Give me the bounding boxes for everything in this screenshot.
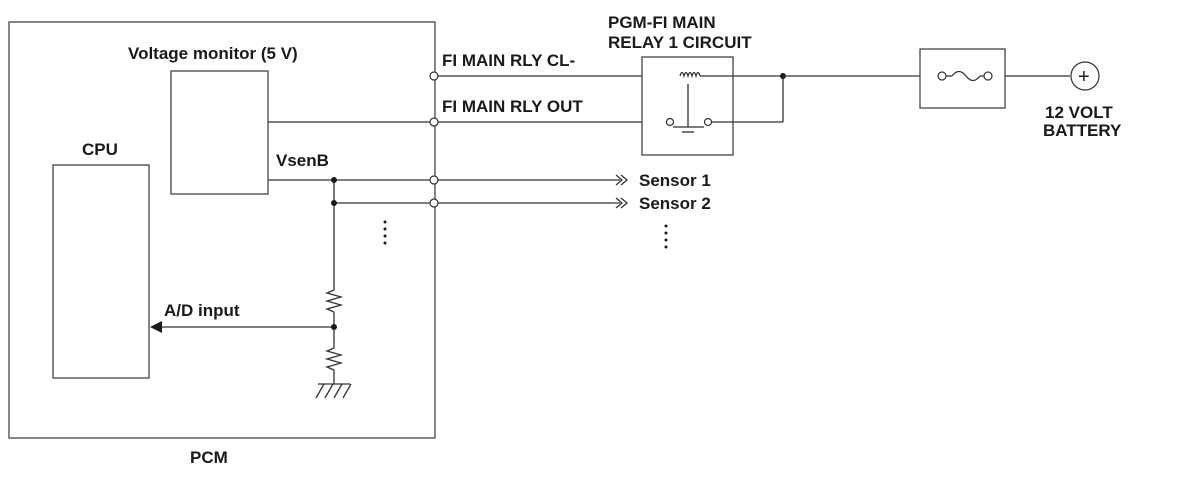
pcm-label: PCM: [190, 448, 228, 467]
terminal-rly-out: [429, 117, 439, 127]
connector-arrow-icon: [615, 174, 629, 186]
battery-label-line1: 12 VOLT: [1045, 103, 1113, 122]
resistor-icon: [324, 289, 344, 313]
vsenb-label: VsenB: [276, 151, 329, 170]
relay-coil-icon: [679, 71, 783, 79]
voltage-monitor-box: [170, 70, 269, 195]
ad-input-arrow-icon: [150, 321, 162, 333]
cpu-label: CPU: [82, 140, 118, 159]
svg-text:+: +: [1078, 66, 1090, 88]
relay-switch-icon: [665, 84, 783, 133]
connector-arrow-icon: [615, 197, 629, 209]
relay-title-line2: RELAY 1 CIRCUIT: [608, 33, 752, 52]
battery-label-line2: BATTERY: [1043, 121, 1122, 140]
sensor1-label: Sensor 1: [639, 171, 711, 190]
junction-vsenb: [331, 177, 337, 183]
terminal-rly-cl: [429, 71, 439, 81]
more-sensors-dots: [664, 224, 668, 249]
junction-sensor2: [331, 200, 337, 206]
terminal-sensor1: [429, 175, 439, 185]
ad-input-label: A/D input: [164, 301, 240, 320]
ground-icon: [315, 383, 352, 399]
fuse-icon: [919, 48, 1006, 109]
resistor-icon: [324, 347, 344, 371]
sensor2-label: Sensor 2: [639, 194, 711, 213]
relay-title-line1: PGM-FI MAIN: [608, 13, 716, 32]
fi-main-rly-cl-label: FI MAIN RLY CL-: [442, 51, 575, 70]
cpu-box: [52, 164, 150, 379]
more-lines-dots: [383, 220, 387, 245]
voltage-monitor-label: Voltage monitor (5 V): [128, 44, 298, 63]
junction-ad-input: [331, 324, 337, 330]
fi-main-rly-out-label: FI MAIN RLY OUT: [442, 97, 583, 116]
terminal-sensor2: [429, 198, 439, 208]
battery-icon: +: [1070, 61, 1100, 91]
